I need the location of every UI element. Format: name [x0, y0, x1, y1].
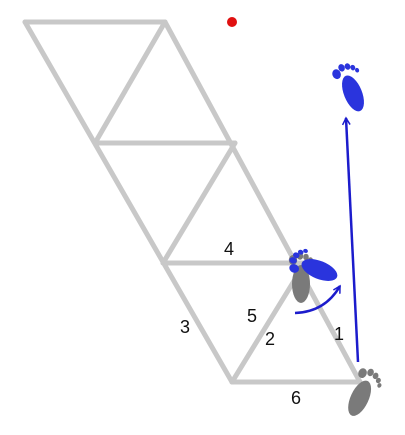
label-2: 2 [265, 329, 275, 349]
long-arrow [346, 118, 360, 363]
lattice-rail-left [22, 19, 235, 385]
arrows [294, 118, 360, 363]
curved-arrow [294, 286, 342, 315]
triangle-lattice [22, 19, 363, 385]
label-1: 1 [334, 324, 344, 344]
label-3: 3 [180, 317, 190, 337]
label-5: 5 [247, 306, 257, 326]
red-dot [227, 17, 237, 27]
label-6: 6 [291, 388, 301, 408]
lattice-diagonal-2 [160, 140, 238, 266]
label-4: 4 [224, 239, 234, 259]
lattice-rail-right [162, 19, 363, 385]
footprint-icon [329, 58, 374, 116]
footprint-icon [340, 364, 387, 422]
lattice-diagonal-1 [92, 19, 168, 146]
